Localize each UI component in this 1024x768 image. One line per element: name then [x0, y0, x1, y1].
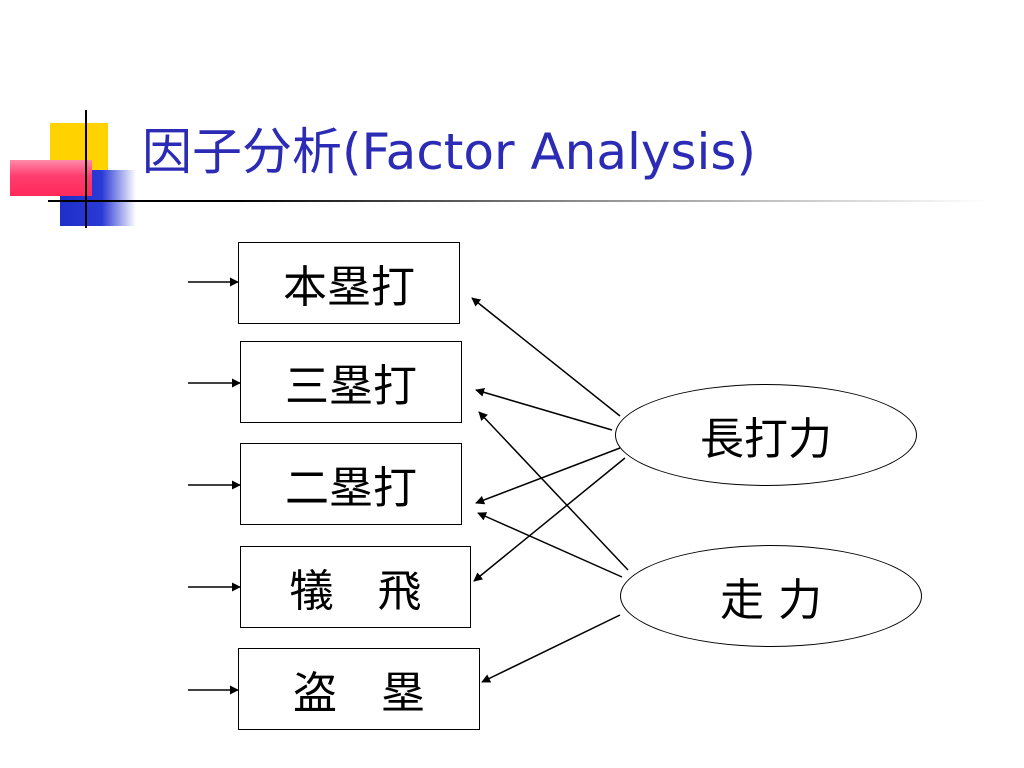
loading-arrow-speed-double	[477, 512, 623, 578]
factor-node-power: 長打力	[615, 384, 917, 486]
variable-label: 二塁打	[285, 463, 417, 514]
variable-label: 盗 塁	[293, 668, 425, 719]
factor-label: 長打力	[700, 414, 832, 465]
red-square-decoration	[10, 160, 92, 196]
title-underline	[48, 200, 988, 202]
variable-box-homerun: 本塁打	[238, 242, 460, 324]
variable-label: 犠 飛	[289, 566, 422, 617]
slide-title: 因子分析(Factor Analysis)	[142, 123, 756, 181]
variable-label: 本塁打	[283, 262, 415, 313]
variable-box-sacfly: 犠 飛	[240, 546, 471, 628]
vertical-rule	[85, 110, 87, 228]
loading-arrow-speed-steal	[481, 614, 621, 683]
slide-logo-decoration	[0, 0, 150, 240]
variable-box-double: 二塁打	[240, 443, 462, 525]
loading-arrow-power-homerun	[471, 297, 621, 417]
loading-arrow-power-triple	[475, 387, 613, 431]
loading-arrow-power-double	[475, 447, 621, 505]
variable-box-steal: 盗 塁	[238, 648, 480, 730]
loading-arrow-speed-triple	[478, 411, 629, 571]
variable-label: 三塁打	[285, 361, 417, 412]
factor-node-speed: 走 力	[620, 545, 922, 647]
factor-label: 走 力	[720, 575, 822, 626]
loading-arrow-power-sacfly	[473, 457, 626, 582]
variable-box-triple: 三塁打	[240, 341, 462, 423]
